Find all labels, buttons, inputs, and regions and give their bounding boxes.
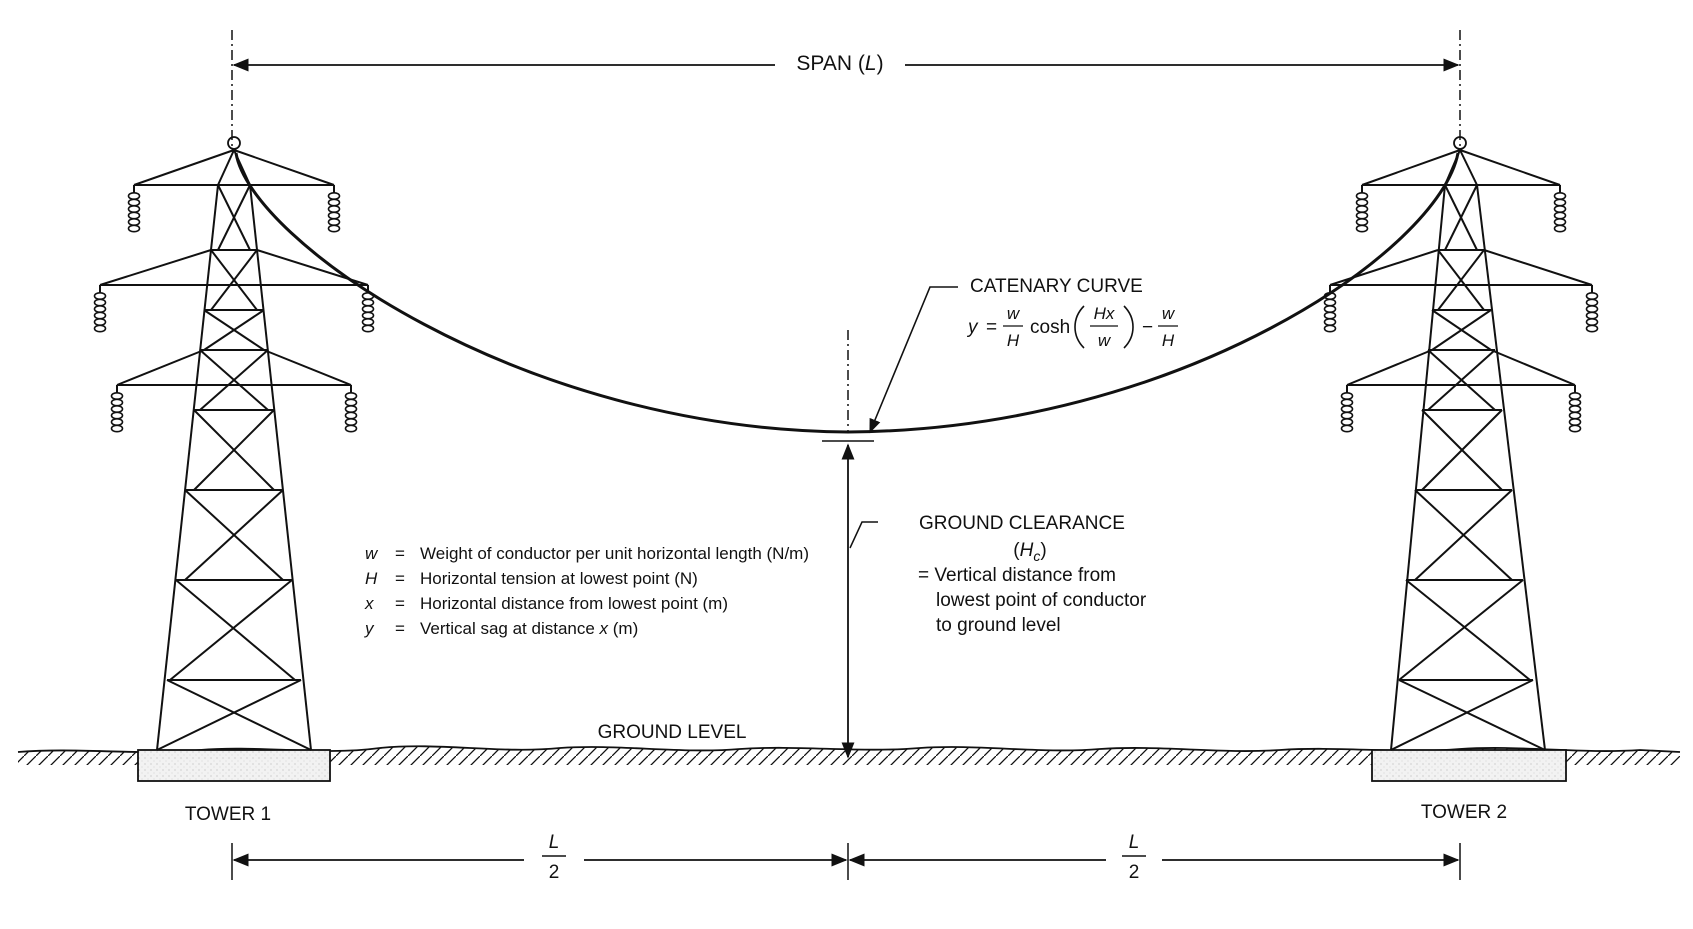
span-label: SPAN (L) (796, 52, 883, 75)
svg-text:w: w (365, 544, 379, 563)
tower-2-insulator-middle-left (1323, 285, 1337, 333)
tower-2 (1323, 136, 1599, 782)
legend-row-y: y = Vertical sag at distance x (m) (364, 619, 638, 638)
svg-text:=: = (395, 544, 405, 563)
svg-text:y: y (966, 317, 979, 338)
tower-1-insulator-upper-left (127, 185, 141, 233)
svg-text:=: = (395, 594, 405, 613)
lowest-point-marker (822, 330, 874, 759)
ground-clearance-line1: = Vertical distance from (918, 565, 1116, 586)
tower-2-insulator-upper-left (1355, 185, 1369, 233)
variable-legend: w = Weight of conductor per unit horizon… (364, 544, 809, 638)
half-span-right-label: L 2 (1122, 832, 1146, 883)
svg-text:H: H (365, 569, 378, 588)
svg-text:Weight of conductor per unit h: Weight of conductor per unit horizontal … (420, 544, 809, 563)
svg-text:Horizontal tension at lowest p: Horizontal tension at lowest point (N) (420, 569, 698, 588)
svg-text:x: x (364, 594, 374, 613)
tower-2-lattice (1329, 136, 1593, 751)
catenary-leader-arrow (869, 286, 958, 434)
svg-text:Horizontal distance from lowes: Horizontal distance from lowest point (m… (420, 594, 728, 613)
ground-clearance-title: GROUND CLEARANCE (919, 513, 1125, 534)
tower-1-insulator-middle-left (93, 285, 107, 333)
svg-text:=: = (395, 619, 405, 638)
tower-1 (93, 136, 375, 782)
svg-text:w: w (1162, 304, 1176, 323)
svg-text:2: 2 (549, 862, 560, 883)
tower-2-insulator-lower-right (1568, 385, 1582, 433)
span-dimension: SPAN (L) (231, 30, 1461, 150)
catenary-annotation: CATENARY CURVE y = w H cosh Hx w − w H (869, 276, 1178, 434)
tower-1-insulator-lower-left (110, 385, 124, 433)
ground-clearance-line3: to ground level (936, 615, 1061, 636)
half-span-left-label: L 2 (542, 832, 566, 883)
svg-text:cosh: cosh (1030, 317, 1070, 338)
tower-2-insulator-middle-right (1585, 285, 1599, 333)
svg-text:Hx: Hx (1094, 304, 1115, 323)
legend-row-x: x = Horizontal distance from lowest poin… (364, 594, 728, 613)
svg-text:w: w (1007, 304, 1021, 323)
svg-text:L: L (1129, 832, 1140, 853)
tower-2-insulator-lower-left (1340, 385, 1354, 433)
tower-2-foundation (1371, 749, 1567, 782)
svg-text:=: = (395, 569, 405, 588)
svg-text:y: y (364, 619, 375, 638)
ground-level-label: GROUND LEVEL (598, 722, 747, 743)
tower-2-label: TOWER 2 (1421, 802, 1507, 823)
ground-clearance-line2: lowest point of conductor (936, 590, 1147, 611)
tower-1-lattice (99, 136, 369, 751)
svg-text:=: = (986, 317, 997, 338)
tower-2-insulator-upper-right (1553, 185, 1567, 233)
ground-clearance-symbol: (Hc) (1013, 540, 1046, 564)
legend-row-w: w = Weight of conductor per unit horizon… (365, 544, 809, 563)
svg-text:2: 2 (1129, 862, 1140, 883)
catenary-equation: y = w H cosh Hx w − w H (966, 304, 1178, 350)
legend-row-H: H = Horizontal tension at lowest point (… (365, 569, 698, 588)
tower-1-foundation (137, 749, 331, 782)
svg-text:−: − (1142, 317, 1153, 338)
svg-text:H: H (1007, 331, 1020, 350)
svg-text:w: w (1098, 331, 1112, 350)
svg-text:H: H (1162, 331, 1175, 350)
tower-1-insulator-lower-right (344, 385, 358, 433)
clearance-leader (849, 521, 878, 549)
tower-1-label: TOWER 1 (185, 804, 271, 825)
svg-text:L: L (549, 832, 560, 853)
svg-text:Vertical sag at distance x (m): Vertical sag at distance x (m) (420, 619, 638, 638)
catenary-title: CATENARY CURVE (970, 276, 1143, 297)
half-span-dimensions: L 2 L 2 (231, 832, 1461, 883)
ground-clearance-annotation: GROUND CLEARANCE (Hc) = Vertical distanc… (849, 513, 1147, 636)
tower-1-insulator-upper-right (327, 185, 341, 233)
conductor-catenary-curve (234, 152, 1460, 434)
